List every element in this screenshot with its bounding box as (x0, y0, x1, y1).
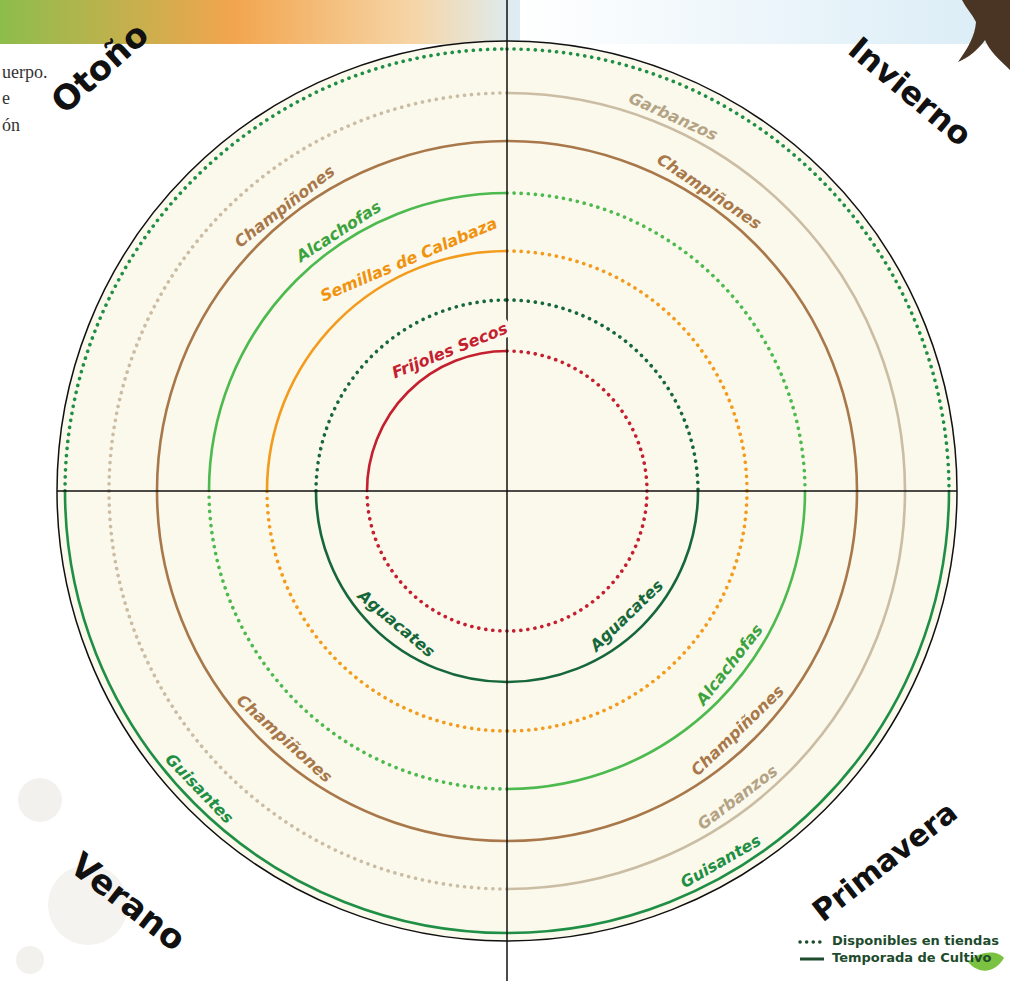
store-availability-arc (65, 49, 507, 491)
axis-line (57, 490, 957, 492)
season-label: Invierno (841, 30, 979, 154)
header-band (0, 0, 520, 44)
growing-season-arc (507, 491, 905, 889)
crop-label: Alcachofas (290, 196, 387, 268)
store-availability-arc (507, 300, 698, 491)
text-fragment: ón (2, 115, 20, 136)
bubble (16, 946, 44, 974)
growing-season-arc (507, 491, 857, 841)
crop-label: Guisantes (675, 830, 767, 894)
crop-label: Frijoles Secos (387, 318, 513, 383)
growing-season-arc (157, 491, 507, 841)
crop-label: Garbanzos (623, 88, 723, 146)
store-availability-arc (267, 491, 507, 731)
store-availability-arc (209, 491, 507, 789)
season-label: Otoño (44, 15, 156, 122)
legend-solid-sample (800, 958, 824, 961)
season-label: Verano (63, 845, 193, 959)
season-label: Primavera (806, 795, 964, 929)
store-availability-arc (109, 491, 507, 889)
growing-season-arc (507, 141, 857, 491)
growing-season-arc (507, 491, 805, 789)
growing-season-arc (157, 141, 507, 491)
growing-season-arc (316, 491, 507, 682)
bubble (18, 778, 62, 822)
growing-season-arc (267, 251, 507, 491)
growing-season-arc (507, 93, 905, 491)
growing-season-arc (507, 491, 698, 682)
text-fragment: e (2, 88, 10, 109)
crop-label: Champiñones (651, 148, 767, 235)
store-availability-arc (507, 193, 805, 491)
crop-label: Aguacates (585, 574, 670, 657)
store-availability-arc (507, 251, 747, 491)
sky-band (520, 0, 1010, 44)
crop-label: Aguacates (351, 585, 440, 664)
text-fragment: uerpo. (2, 62, 47, 83)
tree-branch (958, 0, 1010, 70)
store-availability-arc (507, 49, 949, 491)
legend-text: Disponibles en tiendas (832, 934, 999, 949)
store-availability-arc (109, 93, 507, 491)
crop-label: Champiñones (230, 689, 337, 788)
legend-text: Temporada de Cultivo (832, 951, 992, 966)
growing-season-arc (367, 351, 507, 491)
legend-dotted-sample (800, 940, 824, 944)
crop-label: Guisantes (159, 748, 239, 830)
growing-season-arc (65, 491, 507, 933)
store-availability-arc (507, 351, 647, 491)
crop-label: Alcachofas (691, 619, 769, 712)
